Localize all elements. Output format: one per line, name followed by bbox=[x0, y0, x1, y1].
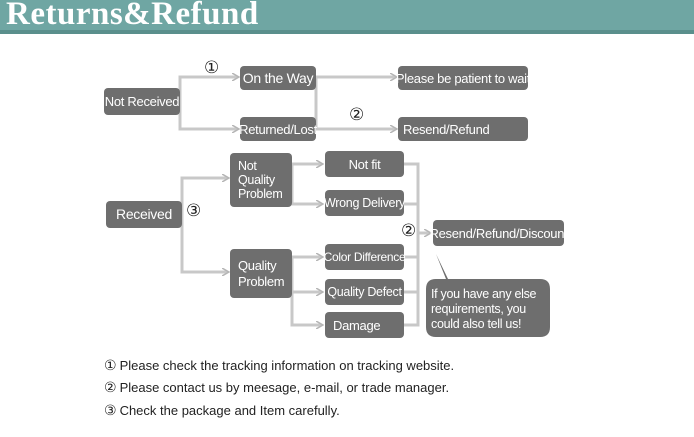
node-resend-refund-discount: Resend/Refund/Discount bbox=[430, 220, 568, 246]
node-returned-lost: Returned/Lost bbox=[239, 117, 317, 141]
connector-received-notquality bbox=[180, 178, 228, 214]
note-3-number: ③ bbox=[104, 403, 117, 419]
node-damage: Damage bbox=[325, 312, 404, 338]
banner-shade bbox=[0, 30, 694, 34]
note-2-number: ② bbox=[104, 380, 117, 396]
note-3-text: Check the package and Item carefully. bbox=[119, 403, 340, 418]
connector-quality-defect bbox=[290, 272, 322, 292]
connector-notfit-collector bbox=[404, 162, 420, 327]
title-banner: Returns&Refund bbox=[0, 0, 694, 34]
marker-two-bottom: ② bbox=[401, 221, 417, 241]
callout-bubble bbox=[426, 254, 550, 337]
node-received: Received bbox=[106, 201, 182, 228]
marker-two-top: ② bbox=[349, 105, 365, 125]
node-on-the-way: On the Way bbox=[240, 66, 316, 90]
note-1-number: ① bbox=[104, 358, 117, 374]
connector-notquality-wrong bbox=[290, 178, 322, 204]
connector-notreceived-returned bbox=[178, 101, 238, 129]
node-wrong-delivery: Wrong Delivery bbox=[324, 190, 405, 216]
connector-notquality-notfit bbox=[290, 164, 322, 178]
node-not-quality-problem: Not Quality Problem bbox=[230, 153, 292, 207]
node-quality-defect: Quality Defect bbox=[325, 279, 404, 305]
connector-received-quality bbox=[180, 214, 228, 272]
note-1-text: Please check the tracking information on… bbox=[119, 358, 455, 373]
callout-text: If you have any else requirements, you c… bbox=[431, 286, 537, 331]
marker-one: ① bbox=[204, 58, 220, 78]
node-not-fit: Not fit bbox=[325, 151, 404, 177]
node-not-received: Not Received bbox=[104, 88, 180, 115]
marker-three: ③ bbox=[186, 201, 202, 221]
connector-quality-damage bbox=[290, 272, 322, 325]
node-color-difference: Color Difference bbox=[324, 244, 406, 270]
node-resend-refund: Resend/Refund bbox=[398, 117, 528, 141]
node-be-patient: Please be patient to wait bbox=[396, 66, 530, 90]
node-quality-problem: Quality Problem bbox=[230, 249, 292, 298]
page-title: Returns&Refund bbox=[6, 0, 259, 32]
connector-quality-color bbox=[290, 257, 322, 272]
note-2-text: Please contact us by meesage, e-mail, or… bbox=[119, 380, 450, 395]
connector-notreceived-ontheway bbox=[178, 77, 238, 101]
